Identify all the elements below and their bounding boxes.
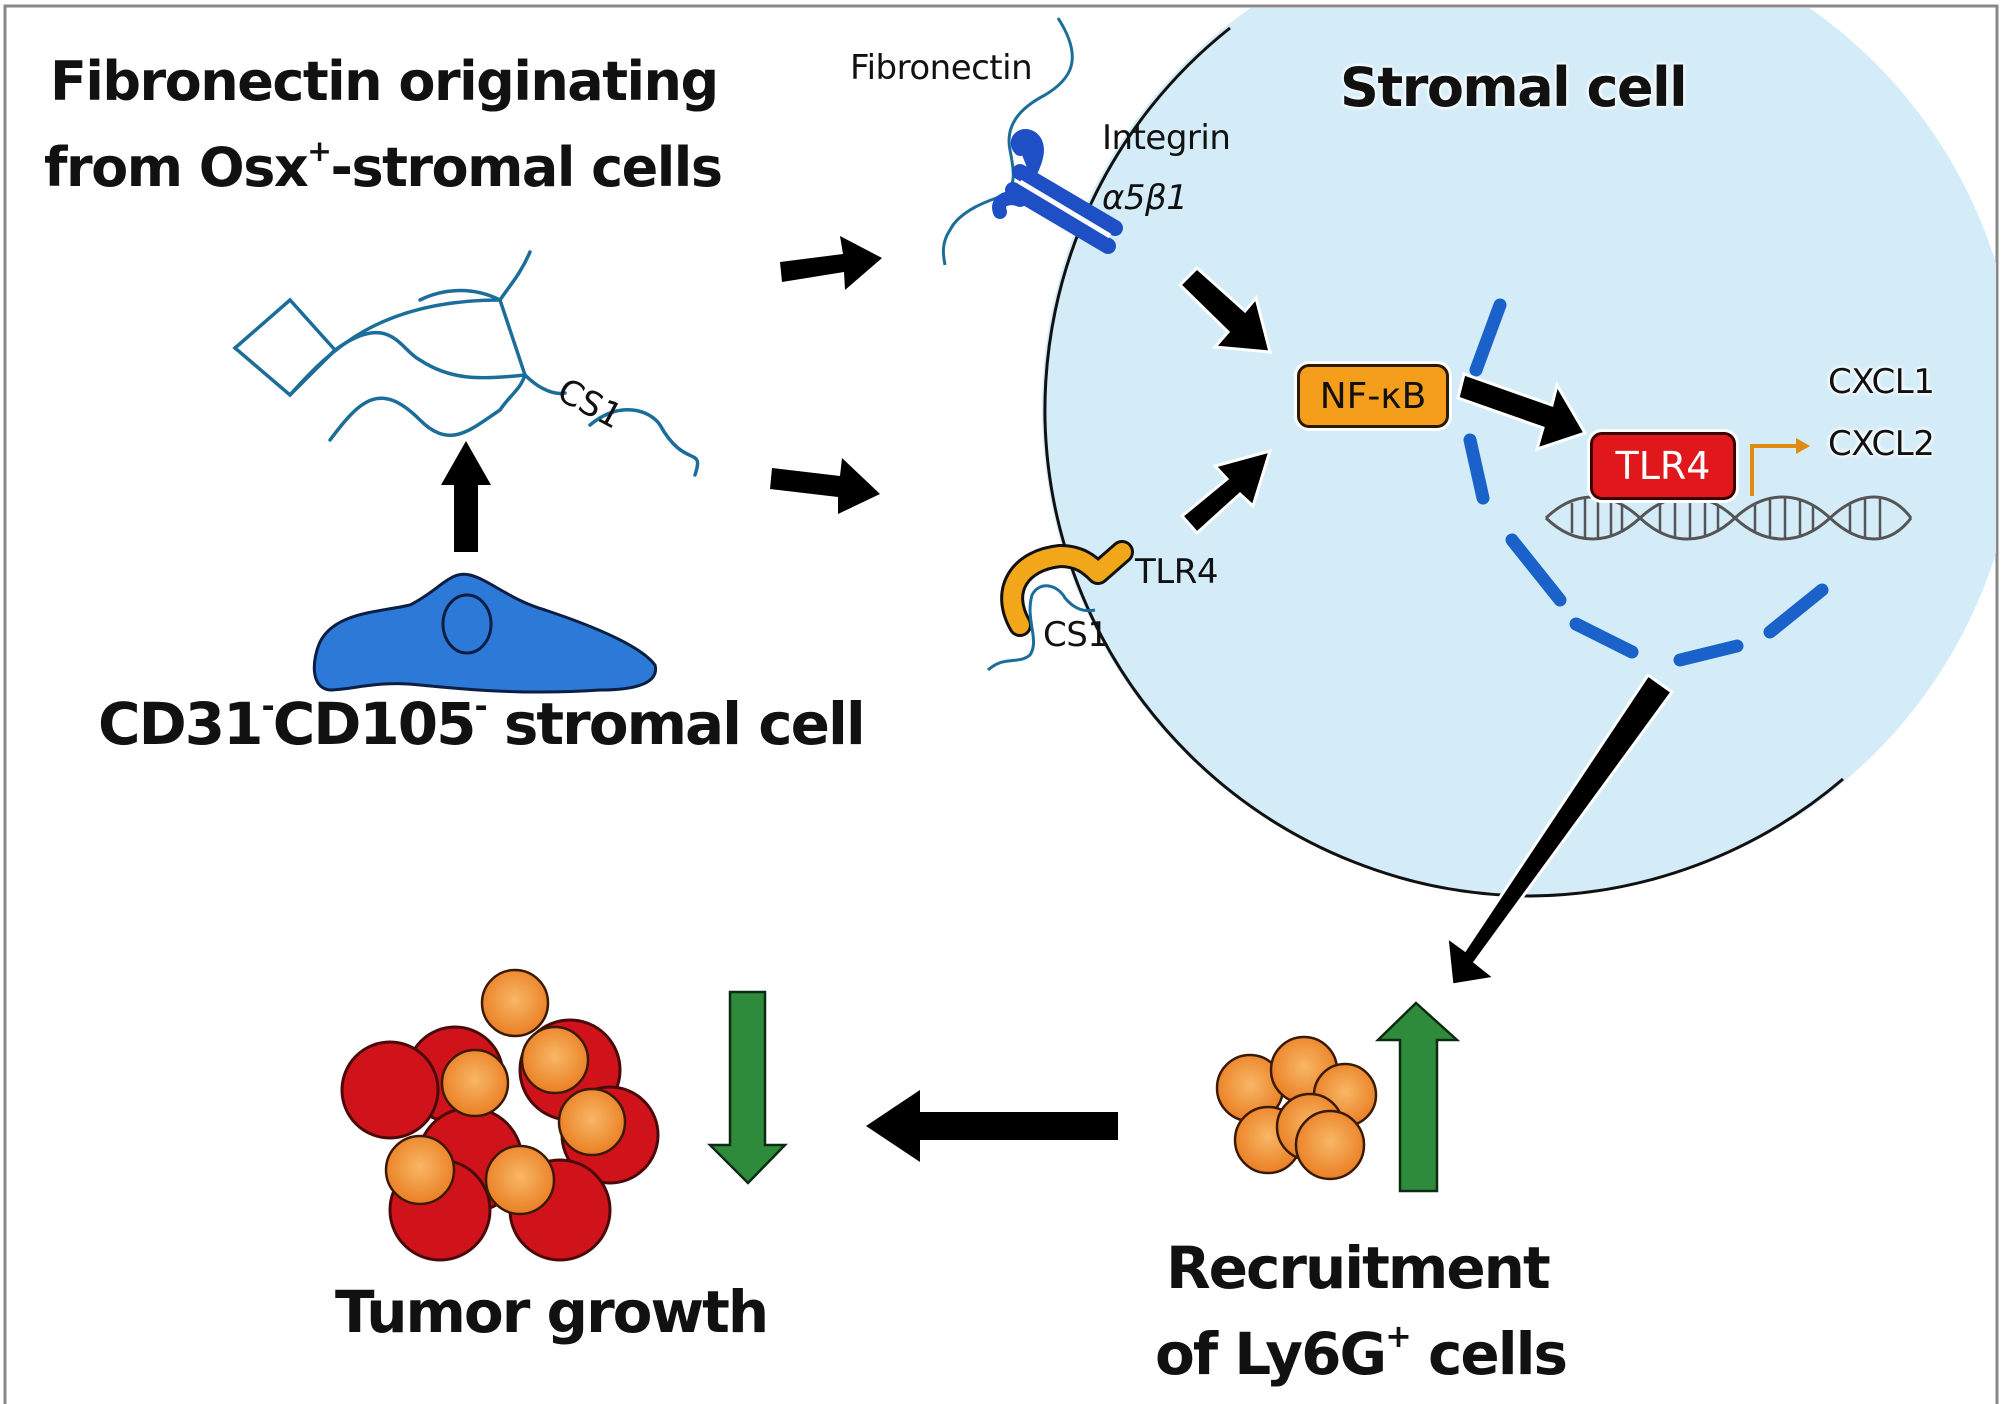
- tlr4-gene-box: TLR4: [1590, 432, 1736, 500]
- title-text-stromal-cells: -stromal cells: [330, 136, 723, 199]
- transcription-arrowhead-icon: [1796, 438, 1810, 454]
- cd31-superscript: -: [261, 686, 274, 725]
- transcription-arrow-icon: [1750, 444, 1798, 496]
- integrin-subtype-label: α5β1: [1102, 178, 1188, 218]
- recruitment-text-cells: cells: [1409, 1320, 1568, 1388]
- cd31-text: CD31: [98, 690, 263, 758]
- nfkb-to-tlr4-gene-arrow-icon: [1456, 372, 1588, 452]
- cxcl1-label: CXCL1: [1828, 362, 1935, 402]
- cd105-text: CD105: [272, 690, 477, 758]
- fibronectin-fragment-icon: [232, 250, 700, 477]
- title-text-from-osx: from Osx: [44, 136, 309, 199]
- tlr4-to-nfkb-arrow-icon: [1179, 448, 1273, 536]
- integrin-to-nfkb-arrow-icon: [1177, 265, 1272, 354]
- cs1-fragment-label: CS1: [551, 371, 629, 438]
- arrow-to-tlr4-icon: [770, 458, 880, 514]
- ly6g-cells-cluster-icon: [1215, 1035, 1378, 1181]
- tumor-growth-label: Tumor growth: [335, 1278, 769, 1346]
- integrin-a5b1-icon: [992, 129, 1123, 254]
- tumor-decrease-arrow-icon: [706, 990, 788, 1185]
- fibronectin-label: Fibronectin: [850, 48, 1033, 88]
- nfkb-box: NF-κB: [1297, 364, 1449, 428]
- arrow-to-integrin-icon: [780, 236, 882, 290]
- integrin-label: Integrin: [1102, 118, 1231, 158]
- stromal-cell-title: Stromal cell: [1340, 56, 1688, 119]
- tumor-infiltrating-neutrophils-icon: [384, 968, 627, 1216]
- source-stromal-cell-icon: [312, 572, 657, 694]
- nucleus-to-recruitment-arrow-icon: [1445, 672, 1675, 987]
- recruitment-increase-arrow-icon: [1374, 1001, 1461, 1193]
- stromal-cell-text: stromal cell: [485, 690, 866, 758]
- tlr4-receptor-label: TLR4: [1135, 552, 1218, 592]
- figure-title-line2: from Osx+-stromal cells: [44, 128, 723, 208]
- recruitment-label-line1: Recruitment: [1166, 1234, 1551, 1302]
- recruitment-to-tumor-arrow-icon: [866, 1090, 1118, 1162]
- cd105-superscript: -: [474, 686, 487, 725]
- dna-helix-icon: [1544, 495, 1913, 541]
- nucleus-envelope: [1463, 298, 1829, 667]
- nfkb-label: NF-κB: [1319, 375, 1427, 417]
- secretion-arrow-up-icon: [441, 441, 491, 552]
- cs1-bound-label: CS1: [1043, 615, 1109, 655]
- title-superscript-plus: +: [307, 133, 332, 169]
- cxcl2-label: CXCL2: [1828, 424, 1935, 464]
- stromal-cell-body: [1042, 8, 1996, 896]
- recruitment-text-of-ly6g: of Ly6G: [1155, 1320, 1387, 1388]
- tlr4-gene-label: TLR4: [1615, 444, 1711, 488]
- tlr4-receptor-icon: [1000, 540, 1134, 637]
- figure-title-line1: Fibronectin originating: [50, 50, 719, 113]
- source-cell-label: CD31-CD105- stromal cell: [98, 686, 866, 758]
- recruitment-label-line2: of Ly6G+ cells: [1155, 1316, 1568, 1388]
- figure-border: [3, 4, 1999, 1404]
- ly6g-superscript-plus: +: [1385, 1316, 1412, 1355]
- cs1-bound-strand-icon: [987, 584, 1096, 672]
